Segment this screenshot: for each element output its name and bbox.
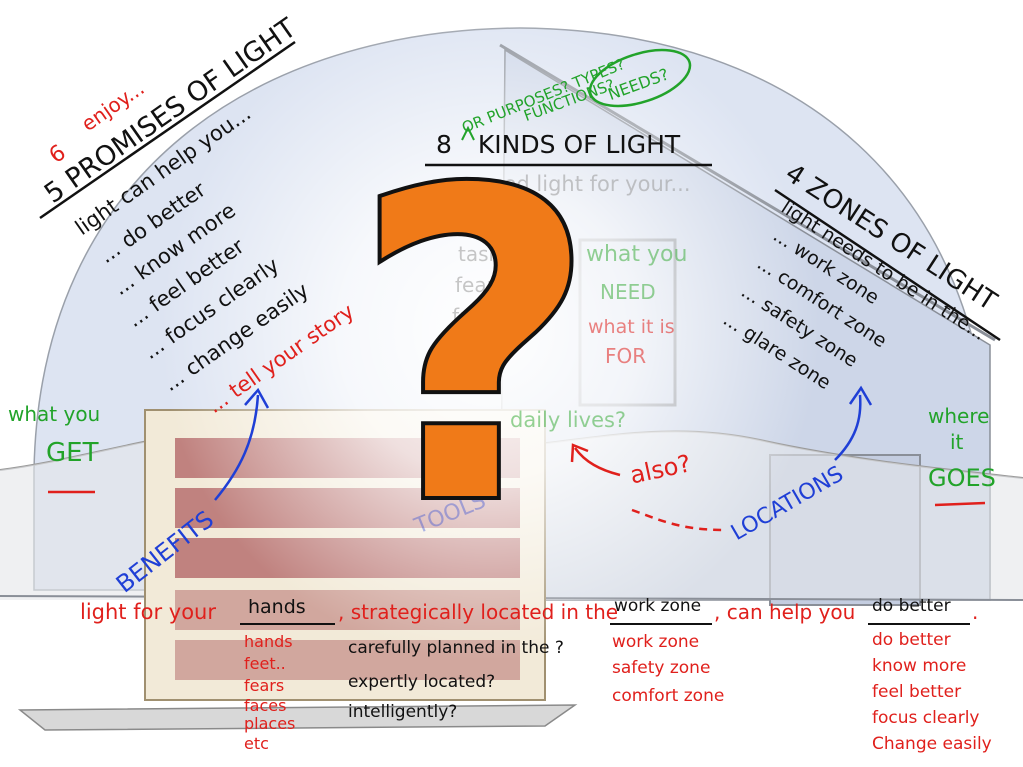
what-you-get-2: GET [46,440,98,466]
benefit-option-5: Change easily [872,736,992,753]
body-part-4: faces [244,698,286,714]
body-part-2: feet.. [244,656,286,672]
where-it-goes-1: where [928,406,989,426]
benefit-option-3: feel better [872,684,961,701]
sentence-part-3: , can help you [714,602,855,622]
where-it-goes-2: it [950,432,963,452]
zone-option-2: safety zone [612,660,710,677]
sentence-blank-1: hands [248,598,306,617]
body-part-1: hands [244,634,293,650]
benefit-option-1: do better [872,632,951,649]
sentence-part-1: light for your [80,602,216,623]
zone-option-1: work zone [612,634,699,651]
sentence-blank-3: do better [872,598,951,615]
adverb-2: expertly located? [348,674,495,691]
kinds-what-you: what you [586,244,687,266]
what-you-get-1: what you [8,404,100,424]
benefit-option-2: know more [872,658,966,675]
kinds-need: NEED [600,282,656,302]
kinds-for: FOR [605,346,646,366]
body-part-3: fears [244,678,284,694]
zone-option-3: comfort zone [612,688,724,705]
body-part-5: places [244,716,295,732]
adverb-3: intelligently? [348,704,457,721]
question-mark: ? [350,135,599,565]
sentence-blank-2: work zone [614,598,701,615]
sentence-part-2: , strategically located in the [338,602,618,622]
sentence-part-4: . [972,602,978,622]
adverb-1: carefully planned in the ? [348,640,564,657]
where-it-goes-3: GOES [928,466,996,490]
body-part-6: etc [244,736,269,752]
benefit-option-4: focus clearly [872,710,980,727]
kinds-what-it-is: what it is [588,318,675,337]
